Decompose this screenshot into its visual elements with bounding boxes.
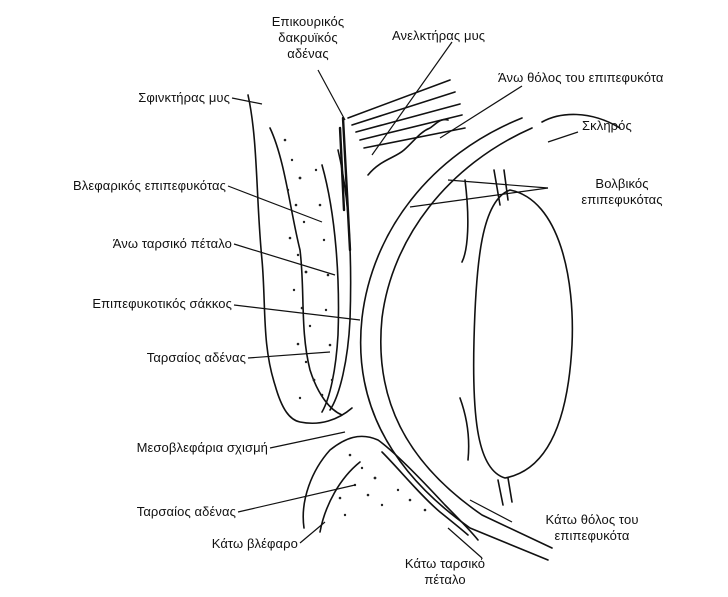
leader-sclera: [548, 132, 578, 142]
leader-accessory-gland: [318, 70, 345, 120]
leader-tarsal-lower: [238, 485, 355, 512]
label-palpebral-conjunctiva: Βλεφαρικός επιπεφυκότας: [20, 178, 226, 194]
levator-muscle-fibres: [348, 80, 465, 148]
label-lower-fornix: Κάτω θόλος του επιπεφυκότα: [512, 512, 672, 544]
label-tarsal-gland-upper: Ταρσαίος αδένας: [40, 350, 246, 366]
lens-outline: [474, 190, 573, 478]
label-bulbar-conjunctiva: Βολβικός επιπεφυκότας: [552, 176, 692, 208]
leader-upper-fornix: [440, 86, 522, 138]
leader-bulbar-a: [448, 180, 548, 188]
leader-sac: [234, 305, 360, 320]
label-lower-eyelid: Κάτω βλέφαρο: [120, 536, 298, 552]
leader-upper-tarsal: [234, 244, 335, 275]
label-tarsal-gland-lower: Ταρσαίος αδένας: [40, 504, 236, 520]
label-upper-tarsal-plate: Άνω ταρσικό πέταλο: [30, 236, 232, 252]
label-intermarginal-sulcus: Μεσοβλεφάρια σχισμή: [20, 440, 268, 456]
label-upper-fornix: Άνω θόλος του επιπεφυκότα: [498, 70, 664, 86]
label-sphincter-muscle: Σφινκτήρας μυς: [50, 90, 230, 106]
leader-palpebral: [228, 186, 322, 222]
leader-tarsal-upper: [248, 352, 330, 358]
label-conjunctival-sac: Επιπεφυκοτικός σάκκος: [20, 296, 232, 312]
label-lower-tarsal-plate: Κάτω ταρσικό πέταλο: [380, 556, 510, 588]
lower-eyelid-outline: [303, 436, 478, 540]
tissue-stippling: [284, 139, 427, 517]
leader-sphincter: [232, 98, 262, 104]
label-accessory-lacrimal-gland: Επικουρικός δακρυϊκός αδένας: [248, 14, 368, 62]
label-levator-muscle: Ανελκτήρας μυς: [392, 28, 485, 44]
label-sclera: Σκληρός: [582, 118, 632, 134]
leader-sulcus: [270, 432, 345, 448]
